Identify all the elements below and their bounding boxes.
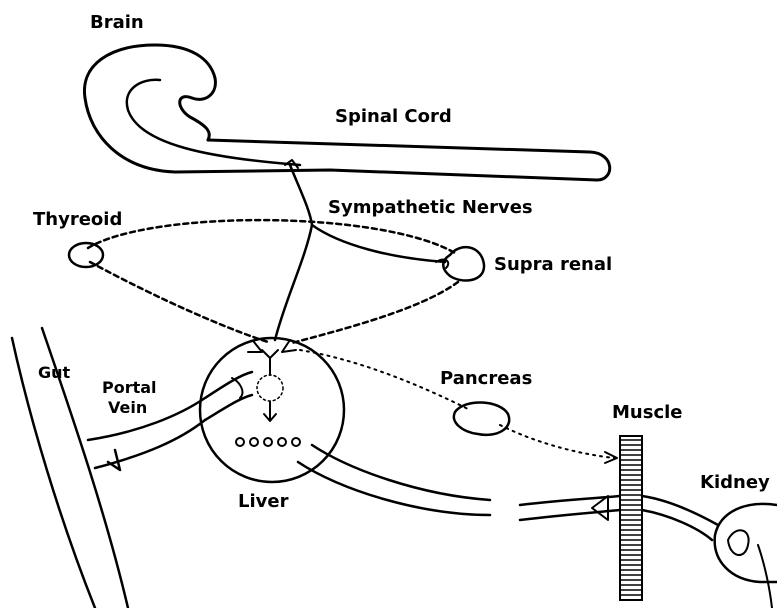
muscle-to-kidney-lower (642, 510, 712, 540)
label-muscle: Muscle (612, 402, 683, 423)
label-pancreas: Pancreas (440, 368, 532, 389)
label-kidney: Kidney (700, 472, 770, 493)
label-portal: Portal (102, 378, 157, 397)
label-thyreoid: Thyreoid (33, 209, 122, 230)
glycogen-granules (236, 438, 300, 446)
granule-1 (236, 438, 244, 446)
granule-4 (278, 438, 286, 446)
thyreoid-suprarenal-link (88, 220, 455, 253)
kidney (715, 504, 777, 608)
thyreoid-liver-path (90, 262, 268, 342)
hepatic-vein-upper (312, 445, 490, 500)
hepatic-vein (298, 445, 620, 520)
kidney-ureter (758, 545, 772, 608)
label-gut: Gut (38, 363, 71, 382)
muscle-vessel-branch (592, 496, 608, 520)
kidney-outline (715, 504, 777, 582)
liver-cell (257, 375, 283, 401)
label-spinal-cord: Spinal Cord (335, 106, 452, 127)
label-vein: Vein (108, 398, 147, 417)
granule-5 (292, 438, 300, 446)
hepatic-vein-lower (298, 462, 490, 515)
liver-arrow-left (248, 342, 262, 352)
granule-3 (264, 438, 272, 446)
label-sympathetic-nerves: Sympathetic Nerves (328, 197, 533, 218)
pancreas-muscle-path (500, 425, 615, 458)
thyreoid-gland (69, 243, 103, 267)
label-liver: Liver (238, 491, 289, 512)
sympathetic-nerves (275, 160, 445, 340)
kidney-pelvis (728, 530, 749, 555)
liver-arrow-down (264, 402, 276, 421)
label-suprarenal: Supra renal (494, 254, 612, 275)
suprarenal-gland (443, 247, 484, 280)
nerve-to-liver (275, 165, 312, 340)
liver-cell-stem (262, 350, 278, 375)
suprarenal-liver-path (292, 282, 458, 343)
label-brain: Brain (90, 12, 144, 33)
portal-vein-fork (108, 450, 120, 470)
granule-2 (250, 438, 258, 446)
pancreas-organ (454, 402, 509, 434)
nerve-to-suprarenal (312, 225, 445, 262)
